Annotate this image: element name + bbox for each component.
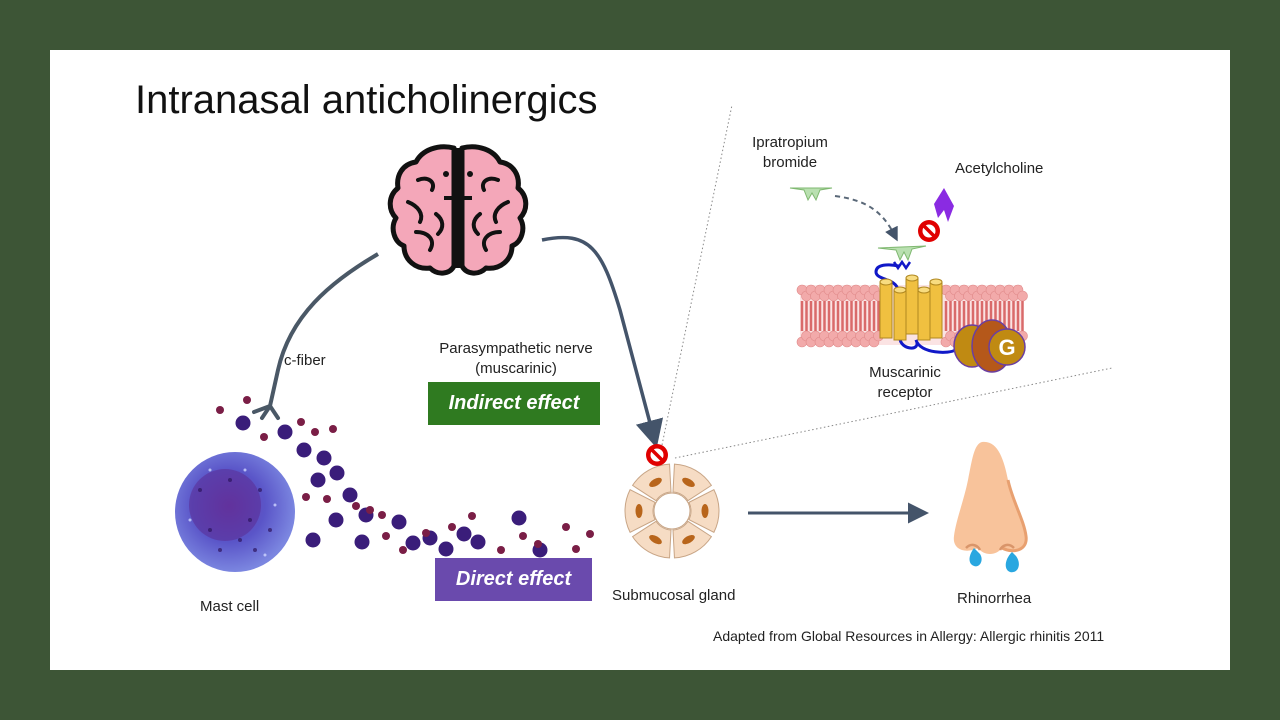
granule-small: [448, 523, 456, 531]
c-fiber-nerve: [268, 252, 380, 407]
no-entry-icon: [646, 444, 668, 466]
granule-small: [366, 506, 374, 514]
granule-small: [302, 493, 310, 501]
mast-cell-granules: [216, 396, 594, 558]
granule-large: [316, 450, 332, 466]
granule-small: [311, 428, 319, 436]
c-fiber-label: c-fiber: [284, 352, 326, 369]
granule-large: [305, 532, 321, 548]
granule-large: [342, 487, 358, 503]
brain-icon: [387, 144, 529, 276]
granule-small: [534, 540, 542, 548]
direct-effect-label: Direct effect: [455, 568, 572, 590]
gland-cell-nucleus: [649, 534, 662, 545]
gland-cell-nucleus: [649, 477, 662, 488]
granule-small: [352, 502, 360, 510]
granule-large: [391, 514, 407, 530]
granule-small: [323, 495, 331, 503]
ipratropium-label-line1: Ipratropium: [752, 134, 828, 151]
granule-small: [216, 406, 224, 414]
granule-small: [260, 433, 268, 441]
acetylcholine-label: Acetylcholine: [955, 160, 1044, 177]
granule-large: [296, 442, 312, 458]
ipratropium-label-line2: bromide: [762, 154, 818, 171]
granule-small: [329, 425, 337, 433]
mast-cell-label: Mast cell: [200, 598, 260, 615]
binding-arrow: [834, 195, 898, 242]
gland-cell-nucleus: [682, 477, 695, 488]
granule-small: [468, 512, 476, 520]
granule-small: [422, 529, 430, 537]
submucosal-gland-icon: [624, 463, 720, 559]
acetylcholine-molecule-icon: [934, 188, 954, 222]
granule-small: [382, 532, 390, 540]
citation: Adapted from Global Resources in Allergy…: [713, 628, 1105, 644]
zoom-guide-line-top: [661, 104, 733, 446]
rhinorrhea-label: Rhinorrhea: [957, 590, 1032, 607]
granule-large: [470, 534, 486, 550]
zoom-guide-line-bottom: [674, 367, 1113, 459]
ipratropium-bound-icon: [877, 245, 927, 262]
indirect-effect-badge: Indirect effect: [428, 382, 600, 425]
slide-title: Intranasal anticholinergics: [135, 78, 598, 122]
diagram-canvas: G: [175, 104, 1113, 573]
granule-large: [310, 472, 326, 488]
c-fiber-ending: [252, 404, 280, 420]
g-protein-icon: G: [953, 319, 1026, 373]
granule-small: [297, 418, 305, 426]
granule-large: [235, 415, 251, 431]
granule-small: [586, 530, 594, 538]
muscarinic-receptor-icon: G: [796, 259, 1028, 373]
granule-large: [456, 526, 472, 542]
granule-small: [378, 511, 386, 519]
granule-large: [329, 465, 345, 481]
g-protein-label: G: [998, 335, 1015, 360]
parasympathetic-arrow: [541, 235, 664, 449]
gland-cell-nucleus: [635, 504, 643, 518]
granule-large: [354, 534, 370, 550]
mast-cell-icon: [175, 452, 295, 572]
direct-effect-badge: Direct effect: [435, 558, 592, 601]
indirect-effect-label: Indirect effect: [448, 392, 580, 414]
granule-large: [511, 510, 527, 526]
granule-large: [438, 541, 454, 557]
ipratropium-molecule-icon: [789, 187, 833, 202]
granule-large: [277, 424, 293, 440]
muscarinic-label-line1: Muscarinic: [869, 364, 941, 381]
granule-large: [328, 512, 344, 528]
granule-large: [405, 535, 421, 551]
gland-cell-nucleus: [701, 504, 709, 518]
granule-small: [519, 532, 527, 540]
parasympathetic-label-line1: Parasympathetic nerve: [439, 340, 593, 357]
parasympathetic-label-line2: (muscarinic): [475, 360, 557, 377]
granule-small: [562, 523, 570, 531]
granule-small: [497, 546, 505, 554]
nose-icon: [953, 441, 1028, 573]
granule-small: [243, 396, 251, 404]
granule-small: [399, 546, 407, 554]
muscarinic-label-line2: receptor: [877, 384, 933, 401]
slide: Intranasal anticholinergics: [50, 50, 1230, 670]
no-entry-icon: [918, 220, 940, 242]
gland-cell-nucleus: [682, 534, 695, 545]
granule-small: [572, 545, 580, 553]
submucosal-gland-label: Submucosal gland: [612, 587, 736, 604]
